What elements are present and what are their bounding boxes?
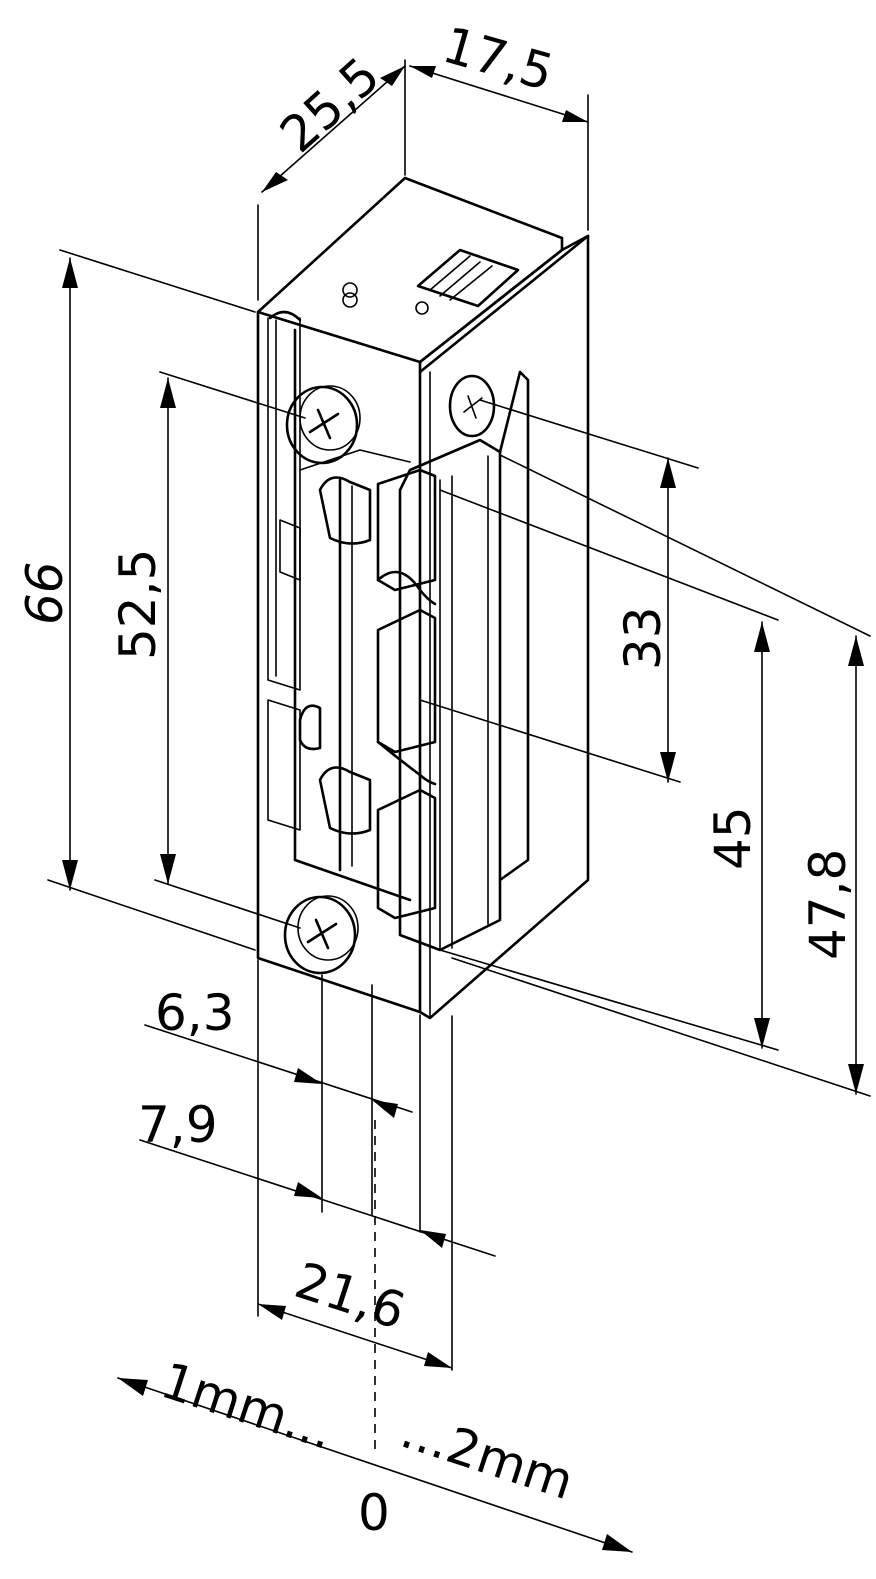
faceplate-width-label: 17,5 (437, 16, 560, 102)
screw-faceplate (448, 374, 496, 438)
adjust-left-label: 1mm... (154, 1351, 340, 1461)
screw-bottom (283, 895, 359, 975)
depth-label: 25,5 (269, 46, 391, 164)
dimension-lines (47, 59, 871, 1553)
offset-b-label: 7,9 (138, 1096, 218, 1154)
overall-width-label: 21,6 (288, 1251, 412, 1341)
strike-body (256, 176, 590, 1020)
dimension-labels: 25,5 17,5 66 52,5 33 45 47,8 6,3 7,9 21,… (16, 16, 857, 1542)
offset-a-label: 6,3 (155, 984, 235, 1042)
latch-height-label: 33 (614, 606, 672, 670)
opening-height-label: 45 (704, 806, 762, 870)
adjust-right-label: ...2mm (394, 1401, 580, 1511)
overall-height-label: 66 (16, 561, 74, 625)
zero-label: 0 (358, 1484, 390, 1542)
screw-spacing-label: 52,5 (109, 549, 167, 660)
screw-top (285, 385, 361, 465)
faceplate-height-label: 47,8 (799, 849, 857, 960)
